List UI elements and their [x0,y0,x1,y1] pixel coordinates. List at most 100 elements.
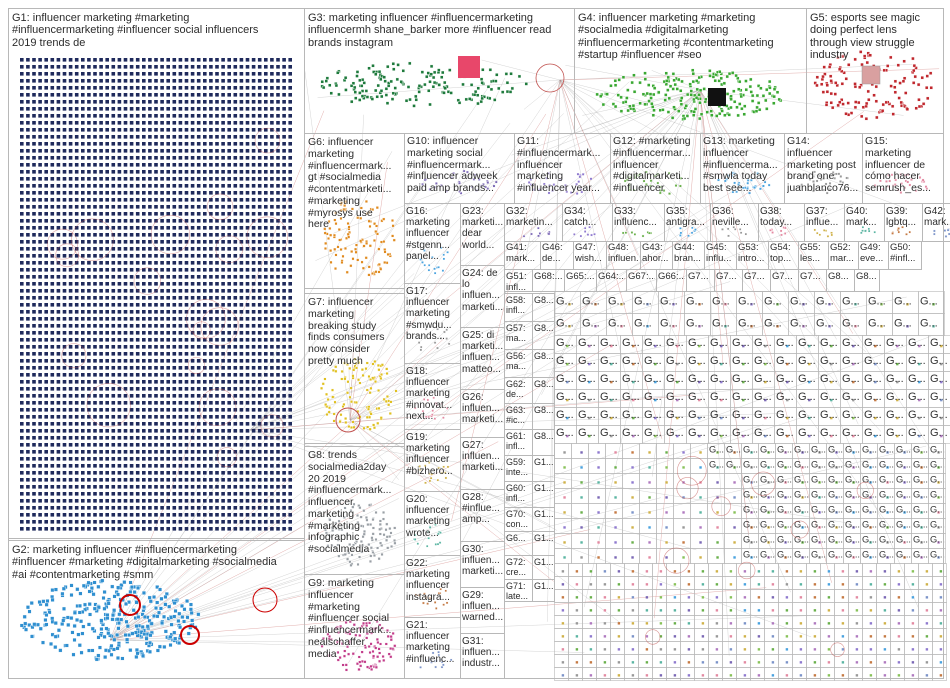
tiny-group-label: G... [864,427,882,439]
group-box-g14 [784,133,863,204]
tiny-group-label: G... [811,474,826,484]
tiny-group-label: G... [798,391,816,403]
tiny-group-label: G... [842,391,860,403]
group-g11-nodes [527,171,593,195]
tiny-group-label: G... [777,549,792,559]
tiny-group-label: G... [845,504,860,514]
row-b-box-5 [672,241,705,270]
tiny-group-label: G... [913,549,928,559]
tiny-group-label: G... [908,337,926,349]
tiny-group-label: G... [820,337,838,349]
tiny-group-label: G... [862,519,877,529]
tiny-group-label: G... [754,337,772,349]
tiny-group-label: G... [862,444,877,454]
tiny-group-label: G... [820,373,838,385]
row-a-box-7 [844,203,885,242]
tiny-group-label: G... [913,474,928,484]
tiny-group-label: G... [842,409,860,421]
tiny-group-label: G... [920,318,938,330]
tiny-group-label: G... [760,519,775,529]
tiny-group-label: G... [913,489,928,499]
row-b-box-4 [640,241,673,270]
tiny-group-label: G... [666,427,684,439]
tiny-group-label: G... [862,489,877,499]
row-a-nodes-1 [573,225,596,238]
tiny-group-label: G... [754,355,772,367]
tiny-group-label: G... [930,337,948,349]
tiny-group-label: G... [710,373,728,385]
tiny-group-label: G... [777,459,792,469]
tiny-group-label: G... [688,373,706,385]
row-c-box-4 [626,269,657,292]
tiny-group-label: G... [666,337,684,349]
tiny-group-label: G... [862,549,877,559]
row-a-nodes-2 [621,231,653,238]
tiny-group-label: G... [743,519,758,529]
tiny-group-label: G... [930,459,945,469]
tiny-group-label: G... [578,373,596,385]
left-col-box-10 [504,555,533,580]
row-a-box-2 [612,203,665,242]
tiny-group-label: G... [845,519,860,529]
tiny-group-label: G... [754,427,772,439]
group-box-g17 [404,283,461,364]
tiny-group-label: G... [622,427,640,439]
tiny-group-label: G... [726,444,741,454]
tiny-group-label: G... [879,549,894,559]
tiny-group-label: G... [556,296,574,308]
tiny-group-label: G... [794,534,809,544]
tiny-group-label: G... [828,519,843,529]
tiny-group-label: G... [864,355,882,367]
tiny-group-label: G... [776,427,794,439]
tiny-group-label: G... [862,474,877,484]
tiny-group-label: G... [726,459,741,469]
group-g16-nodes [419,246,449,275]
tiny-group-label: G... [688,427,706,439]
tiny-group-label: G... [811,549,826,559]
tiny-group-label: G... [845,444,860,454]
row-c-box-2 [564,269,597,292]
tiny-group-label: G... [886,391,904,403]
tiny-group-label: G... [913,459,928,469]
tiny-group-label: G... [777,534,792,544]
row-b-box-7 [736,241,769,270]
tiny-group-label: G... [879,489,894,499]
row-a-box-8 [884,203,923,242]
tiny-group-label: G... [794,444,809,454]
row-c-box-12 [854,269,880,292]
tiny-group-label: G... [790,296,808,308]
tiny-group-label: G... [811,444,826,454]
tiny-group-label: G... [794,459,809,469]
row-a-nodes-5 [769,226,787,237]
tiny-group-label: G... [896,549,911,559]
group-g2-nodes [19,578,201,662]
tiny-group-label: G... [578,427,596,439]
tiny-group-label: G... [794,549,809,559]
group-g18-nodes [413,396,449,420]
tiny-group-label: G... [738,296,756,308]
group-g12-nodes [623,170,683,196]
tiny-group-label: G... [828,549,843,559]
group-g4-nodes [595,68,783,121]
tiny-group-label: G... [864,373,882,385]
tiny-group-label: G... [845,474,860,484]
tiny-group-label: G... [930,489,945,499]
tiny-group-label: G... [842,318,860,330]
tiny-group-label: G... [794,489,809,499]
tiny-group-label: G... [754,373,772,385]
tiny-group-label: G... [842,373,860,385]
tiny-group-label: G... [760,444,775,454]
tiny-group-label: G... [894,296,912,308]
tiny-group-label: G... [688,409,706,421]
tiny-group-label: G... [868,296,886,308]
row-b-box-0 [504,241,541,270]
row-b-box-9 [798,241,829,270]
tiny-group-label: G... [798,409,816,421]
grid-col-box-0 [532,293,555,322]
tiny-group-label: G... [738,318,756,330]
tiny-group-label: G... [760,459,775,469]
tiny-group-label: G... [760,504,775,514]
tiny-group-label: G... [743,474,758,484]
group-g1-nodes [20,58,292,531]
tiny-group-label: G... [864,391,882,403]
